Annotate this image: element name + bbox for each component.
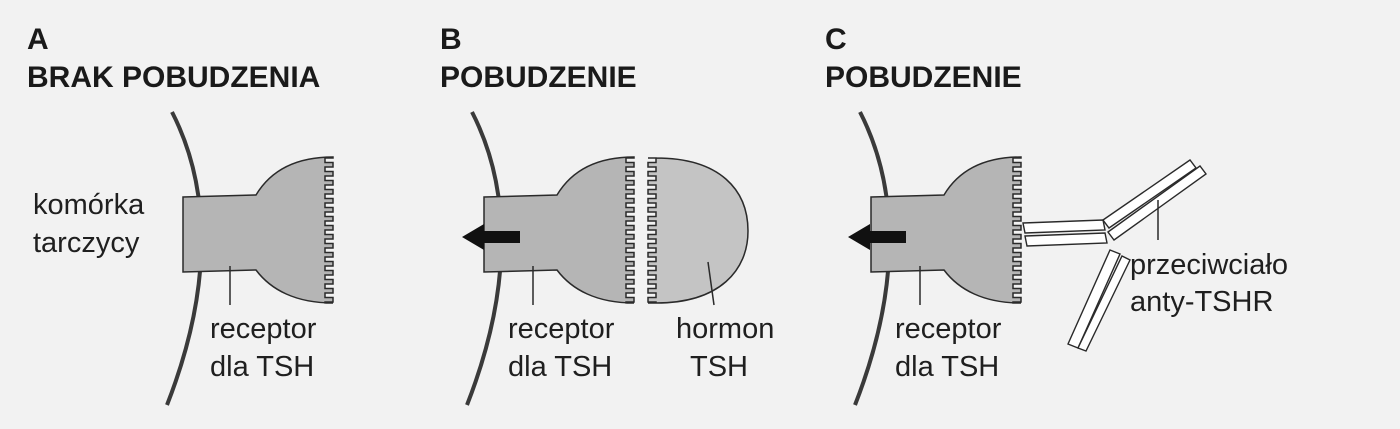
cell-label-line1: komórka bbox=[33, 189, 145, 221]
receptor-b bbox=[483, 156, 635, 304]
panel-c-letter: C bbox=[825, 23, 847, 56]
antibody-lower-arm-inner bbox=[1077, 255, 1131, 352]
panel-c-title: POBUDZENIE bbox=[825, 61, 1022, 94]
hormone-label-line2: TSH bbox=[690, 351, 748, 383]
receptor-a bbox=[182, 156, 334, 304]
antibody-heavy-upper bbox=[1102, 159, 1197, 229]
receptor-a-label-line1: receptor bbox=[210, 313, 317, 345]
receptor-c-label-line1: receptor bbox=[895, 313, 1002, 345]
panel-a-title: BRAK POBUDZENIA bbox=[27, 61, 321, 94]
hormone-leader bbox=[707, 261, 715, 306]
panel-b-title: POBUDZENIE bbox=[440, 61, 637, 94]
antibody-fab-arm-left bbox=[1022, 219, 1106, 234]
hormone-tsh bbox=[647, 157, 749, 304]
antibody-heavy-upper-inner bbox=[1107, 165, 1207, 241]
hormone-label-line1: hormon bbox=[676, 313, 775, 345]
cell-label-line2: tarczycy bbox=[33, 227, 140, 259]
receptor-c bbox=[870, 156, 1022, 304]
receptor-b-label-line1: receptor bbox=[508, 313, 615, 345]
signal-arrow-b bbox=[462, 224, 520, 250]
panel-b-letter: B bbox=[440, 23, 462, 56]
antibody-label-line1: przeciwciało bbox=[1130, 249, 1288, 281]
antibody-fab-arm-left-inner bbox=[1024, 232, 1108, 247]
receptor-a-label-line2: dla TSH bbox=[210, 351, 315, 383]
receptor-b-label-line2: dla TSH bbox=[508, 351, 613, 383]
receptor-c-label-line2: dla TSH bbox=[895, 351, 1000, 383]
signal-arrow-c bbox=[848, 224, 906, 250]
antibody-label-line2: anty-TSHR bbox=[1130, 286, 1274, 318]
panel-a-letter: A bbox=[27, 23, 49, 56]
